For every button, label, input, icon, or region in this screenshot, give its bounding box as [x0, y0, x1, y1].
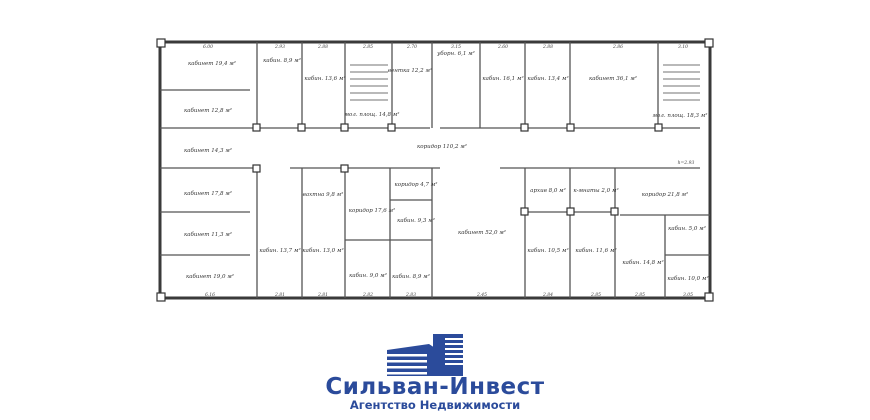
logo-tagline: Агентство Недвижимости — [349, 398, 521, 412]
room-label: мол. площ. 18,3 м² — [653, 112, 708, 119]
room-label: кабин. 13,4 м² — [527, 75, 568, 82]
dimension-label: 2.60 — [497, 44, 508, 50]
columns — [156, 38, 714, 302]
room-label: коридор 4,7 м² — [395, 181, 438, 188]
room-label: коридор 110,2 м² — [417, 143, 467, 150]
room-label: к-мнаты 2,0 м² — [573, 187, 618, 194]
room-label: кабинет 52,0 м² — [458, 229, 506, 236]
room-label: кабин. 9,0 м² — [349, 272, 387, 279]
dimension-label: 2.84 — [542, 292, 553, 298]
room-label: кабинет 17,8 м² — [184, 190, 232, 197]
room-label: кабин. 10,0 м² — [667, 275, 708, 282]
dimension-label: 2.85 — [634, 292, 645, 298]
room-label: кабинет 12,8 м² — [184, 107, 232, 114]
dimension-label: 2.45 — [476, 292, 487, 298]
room-label: мол. площ. 14,8 м² — [345, 111, 400, 118]
room-label: коридор 21,8 м² — [642, 191, 688, 198]
room-label: кабин. 8,9 м² — [263, 57, 301, 64]
dimension-label: 3.15 — [451, 44, 461, 50]
dimension-label: 2.93 — [274, 44, 285, 50]
room-label: кабин. 16,1 м² — [482, 75, 523, 82]
dimension-label: 2.88 — [542, 44, 553, 50]
room-label: вентка 12,2 м² — [388, 67, 432, 74]
room-label: коридор 17,6 м² — [349, 207, 395, 214]
room-label: кабин. 9,3 м² — [397, 217, 435, 224]
room-label: кабин. 10,5 м² — [527, 247, 568, 254]
dimension-label: 2.82 — [362, 292, 373, 298]
room-label: кабин. 14,8 м² — [622, 259, 663, 266]
room-label: кабинет 11,3 м² — [184, 231, 232, 238]
dimension-label: 6.16 — [205, 292, 215, 298]
room-label: кабинет 19,4 м² — [188, 60, 236, 67]
dimension-label: 2.81 — [317, 292, 328, 298]
room-label: кабин. 8,9 м² — [392, 273, 430, 280]
room-label: кабин. 13,7 м² — [259, 247, 300, 254]
dimension-label: 2.85 — [362, 44, 373, 50]
dimensions: 6.00 2.93 2.88 2.85 2.70 3.15 2.60 2.88 … — [203, 44, 694, 298]
room-label: кабин. 11,6 м² — [575, 247, 616, 254]
outer-walls — [158, 40, 712, 300]
room-labels: кабинет 19,4 м² кабин. 8,9 м² кабинет 12… — [184, 50, 709, 282]
dimension-label: 3.10 — [678, 44, 688, 50]
dimension-label: 6.00 — [203, 44, 213, 50]
dimension-label: 2.81 — [274, 292, 285, 298]
room-label: кабинет 36,1 м² — [589, 75, 637, 82]
dimension-label: 2.85 — [590, 292, 601, 298]
room-label: кабин. 13,0 м² — [302, 247, 343, 254]
logo-buildings-icon — [387, 334, 463, 376]
ceiling-height-label: h=2.93 — [678, 160, 695, 166]
floor-plan: кабинет 19,4 м² кабин. 8,9 м² кабинет 12… — [156, 38, 714, 302]
dimension-label: 3.05 — [683, 292, 693, 298]
room-label: кабинет 14,3 м² — [184, 147, 232, 154]
room-label: вахтна 9,8 м² — [303, 191, 344, 198]
logo-brand-name: Сильван-Инвест — [325, 374, 545, 400]
room-label: уборн. 6,1 м² — [436, 50, 475, 57]
room-label: архив 8,0 м² — [530, 187, 566, 194]
dimension-label: 2.83 — [405, 292, 416, 298]
dimension-label: 2.88 — [317, 44, 328, 50]
dimension-label: 2.86 — [612, 44, 623, 50]
dimension-label: 2.70 — [406, 44, 417, 50]
room-label: кабин. 5,0 м² — [668, 225, 706, 232]
room-label: кабин. 13,6 м² — [304, 75, 345, 82]
room-label: кабинет 19,0 м² — [186, 273, 234, 280]
